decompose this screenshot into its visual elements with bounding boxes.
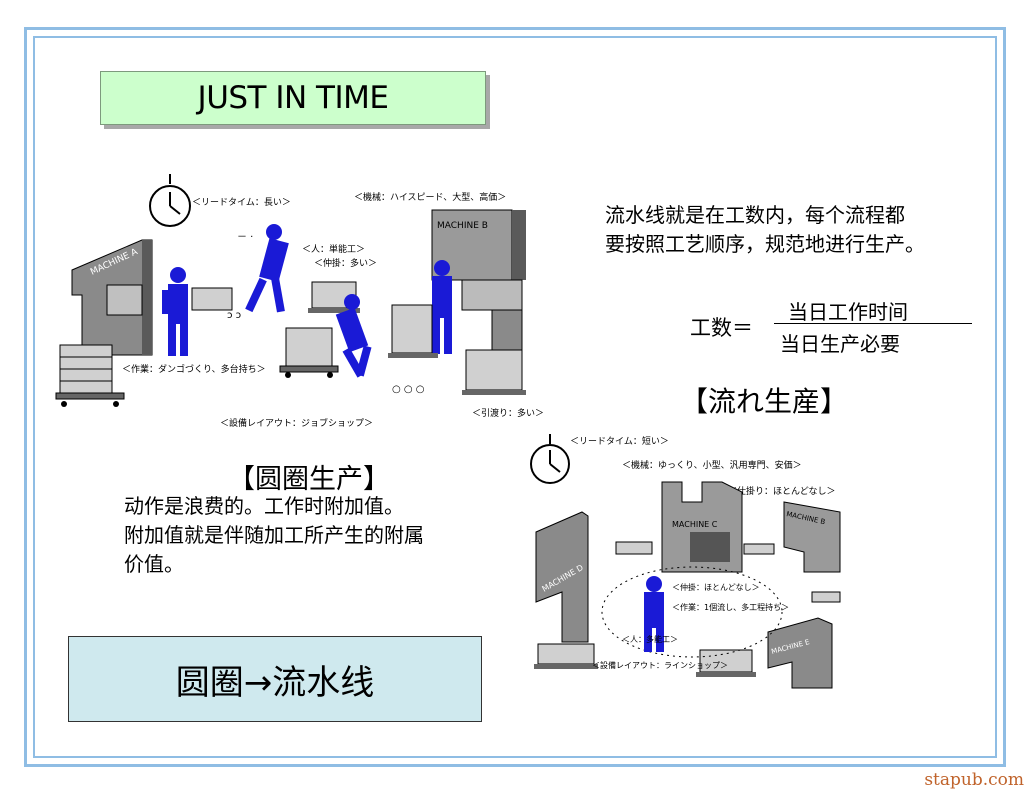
title-box: JUST IN TIME bbox=[100, 71, 486, 125]
label-stock: ＜仲掛：多い＞ bbox=[314, 257, 377, 269]
svg-text:ͻ ͻ: ͻ ͻ bbox=[227, 310, 241, 321]
label-work: ＜作業：ダンゴづくり、多台持ち＞ bbox=[122, 363, 266, 375]
label-lead-time: ＜リードタイム：長い＞ bbox=[192, 197, 291, 208]
machine-e: MACHINE E bbox=[767, 617, 833, 689]
circle-text-line: 价值。 bbox=[124, 552, 184, 576]
job-shop-illustration: ＜リードタイム：長い＞ ＜機械：ハイスピード、大型、高価＞ MACHINE A … bbox=[55, 174, 544, 429]
flow-text-line: 要按照工艺顺序，规范地进行生产。 bbox=[605, 232, 925, 256]
machine-a: MACHINE A bbox=[71, 239, 153, 356]
line-shop-illustration: ＜リードタイム：短い＞ ＜機械：ゆっくり、小型、汎用専門、安価＞ ＜仕掛り：ほと… bbox=[530, 434, 841, 689]
label-person: ＜人：単能工＞ bbox=[302, 243, 365, 255]
formula-numerator: 当日工作时间 bbox=[788, 300, 908, 324]
formula: 工数＝ 当日工作时间 当日生产必要 bbox=[690, 296, 980, 358]
formula-lhs: 工数＝ bbox=[690, 316, 753, 340]
worker-icon bbox=[644, 576, 664, 652]
tray-stack bbox=[55, 344, 125, 407]
label-layout: ＜設備レイアウト：ジョブショップ＞ bbox=[220, 417, 373, 429]
worker-icon bbox=[245, 224, 289, 313]
slide-frame-inner bbox=[33, 36, 997, 758]
label-layout: ＜設備レイアウト：ラインショップ＞ bbox=[592, 660, 728, 670]
slide-frame-outer bbox=[24, 27, 1006, 767]
clock-icon bbox=[530, 434, 570, 484]
svg-text:○ ○ ○: ○ ○ ○ bbox=[392, 384, 425, 395]
flow-description: 流水线就是在工数内，每个流程都 要按照工艺顺序，规范地进行生产。 bbox=[605, 201, 925, 259]
summary-text: 圆圈→流水线 bbox=[175, 662, 375, 703]
circle-description: 动作是浪费的。工作时附加值。 附加值就是伴随加工所产生的附属 价值。 bbox=[124, 492, 424, 579]
formula-denominator: 当日生产必要 bbox=[780, 332, 900, 356]
machine-b: MACHINE B bbox=[431, 209, 526, 351]
worker-icon bbox=[432, 260, 452, 354]
flow-text-line: 流水线就是在工数内，每个流程都 bbox=[605, 203, 905, 227]
flow-heading: 【流れ生産】 bbox=[680, 385, 849, 418]
label-transfer: ＜仕掛り：ほとんどなし＞ bbox=[728, 485, 836, 497]
label-machine: ＜機械：ハイスピード、大型、高価＞ bbox=[354, 191, 506, 203]
label-work: ＜作業：1個流し、多工程持ち＞ bbox=[672, 602, 789, 612]
machine-c: MACHINE C bbox=[661, 481, 743, 573]
title-text: JUST IN TIME bbox=[197, 80, 389, 116]
worker-icon bbox=[162, 267, 188, 356]
fraction-line bbox=[774, 323, 972, 324]
watermark: stapub.com bbox=[924, 770, 1024, 790]
label-lead-time: ＜リードタイム：短い＞ bbox=[570, 435, 669, 447]
label-person: ＜人：多能工＞ bbox=[622, 634, 678, 644]
circle-text-line: 附加值就是伴随加工所产生的附属 bbox=[124, 523, 424, 547]
summary-box: 圆圈→流水线 bbox=[68, 636, 482, 722]
worker-icon bbox=[335, 294, 372, 378]
svg-text:－ ·: － · bbox=[237, 232, 253, 243]
label-machine: ＜機械：ゆっくり、小型、汎用専門、安価＞ bbox=[622, 459, 802, 471]
machine-c-label: MACHINE C bbox=[672, 520, 718, 529]
clock-icon bbox=[149, 174, 191, 227]
label-stock: ＜仲掛：ほとんどなし＞ bbox=[672, 582, 760, 592]
circle-text-line: 动作是浪费的。工作时附加值。 bbox=[124, 494, 404, 518]
machine-d: MACHINE D bbox=[535, 511, 589, 643]
machine-b: MACHINE B bbox=[783, 501, 841, 573]
label-transfer: ＜引渡り：多い＞ bbox=[472, 407, 544, 419]
machine-b-label: MACHINE B bbox=[437, 221, 488, 231]
circle-heading: 【圆圈生产】 bbox=[228, 464, 390, 495]
